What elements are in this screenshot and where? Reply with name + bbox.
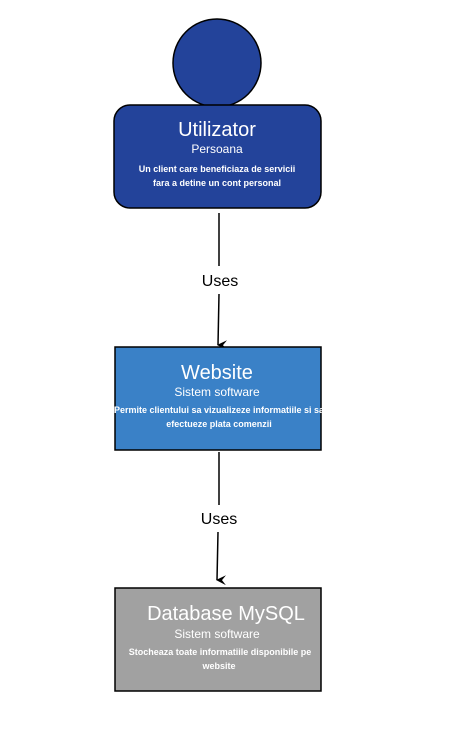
person-head-icon [172,18,262,108]
node-description-line: Permite clientului sa vizualizeze inform… [114,405,325,415]
edge-label: Uses [201,511,237,528]
person-body [113,104,322,209]
node-box [114,346,322,451]
node-title: Database MySQL [147,603,305,625]
node-description-line: Un client care beneficiaza de servicii [139,164,296,174]
edge-line [217,293,228,351]
system-node-website[interactable]: Website Sistem software Permite clientul… [114,346,325,451]
node-description-line: Stocheaza toate informatiile disponibile… [129,647,312,657]
node-type: Sistem software [174,627,260,641]
node-description-line: efectueze plata comenzii [166,419,272,429]
node-box [114,587,322,692]
edge-utilizator-website[interactable]: Uses [202,213,238,351]
person-node-utilizator[interactable]: Utilizator Persoana Un client care benef… [113,18,322,209]
node-title: Website [181,362,253,384]
node-description-line: website [201,661,235,671]
node-type: Sistem software [174,385,260,399]
edge-line [216,531,227,586]
edge-website-database[interactable]: Uses [201,452,237,586]
node-type: Persoana [191,142,243,156]
node-title: Utilizator [178,119,256,141]
edge-label: Uses [202,273,238,290]
node-description-line: fara a detine un cont personal [153,178,281,188]
system-node-database[interactable]: Database MySQL Sistem software Stocheaza… [114,587,322,692]
